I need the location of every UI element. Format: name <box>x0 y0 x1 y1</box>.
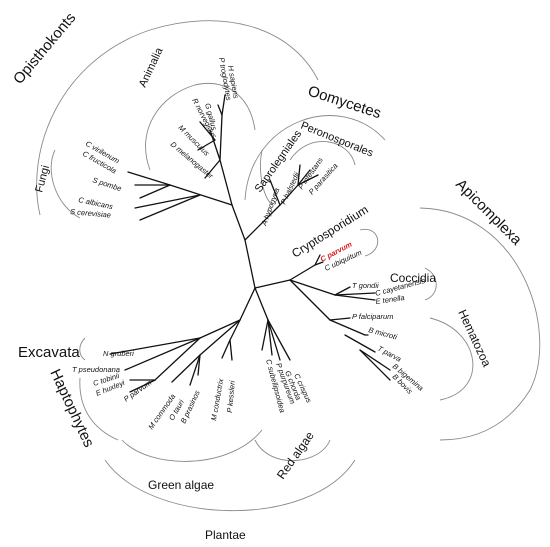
taxon-e-tenella: E tenella <box>375 293 405 306</box>
plantae-label: Plantae <box>205 528 246 542</box>
green-algae-label: Green algae <box>148 478 214 492</box>
green-algae-bracket <box>121 429 263 462</box>
taxon-n-gruberi: N gruberi <box>103 349 134 358</box>
cryptosporidium-bracket <box>359 228 379 257</box>
peronosporales-bracket <box>289 141 356 166</box>
coccidia-bracket <box>424 267 437 301</box>
group-labels: Opisthokonts Animalia Fungi Oomycetes Pe… <box>10 10 525 542</box>
coccidia-label: Coccidia <box>390 271 436 285</box>
opisthokonts-label: Opisthokonts <box>10 10 79 88</box>
taxon-t-pseudonana: T pseudonana <box>72 365 120 374</box>
apicomplexa-bracket <box>419 207 541 441</box>
haptophytes-bracket <box>79 377 119 441</box>
taxon-m-conductrix: M conductrix <box>209 378 225 422</box>
taxon-s-pombe: S pombe <box>91 175 122 193</box>
fungi-label: Fungi <box>33 164 52 194</box>
animalia-bracket <box>145 83 256 171</box>
plantae-bracket <box>104 459 356 512</box>
haptophytes-label: Haptophytes <box>46 367 97 451</box>
tree-branches <box>109 94 391 393</box>
excavata-label: Excavata <box>18 344 80 361</box>
red-algae-label: Red algae <box>274 429 317 482</box>
taxon-b-microti: B microti <box>367 325 398 341</box>
taxon-p-kessleri: P kessleri <box>225 380 237 413</box>
red-algae-bracket <box>254 439 331 462</box>
hematozoa-bracket <box>429 317 474 401</box>
animalia-label: Animalia <box>137 45 166 89</box>
oomycetes-bracket <box>244 115 386 201</box>
hematozoa-label: Hematozoa <box>455 307 494 369</box>
fungi-bracket <box>50 149 81 219</box>
excavata-bracket <box>79 337 86 361</box>
opisthokonts-bracket <box>36 20 319 216</box>
clade-brackets <box>36 20 541 512</box>
saprolegniales-bracket <box>260 149 273 206</box>
taxon-t-parva: T parva <box>376 344 403 364</box>
peronosporales-label: Peronosporales <box>299 120 375 160</box>
taxon-d-melanogaster: D melanogaster <box>169 140 216 181</box>
taxon-p-parvum: P parvum <box>122 378 153 404</box>
apicomplexa-label: Apicomplexa <box>452 176 525 249</box>
taxon-s-cerevisiae: S cerevisiae <box>70 207 111 220</box>
taxon-t-gondii: T gondii <box>352 281 379 290</box>
taxon-p-falciparum: P falciparum <box>352 312 393 321</box>
